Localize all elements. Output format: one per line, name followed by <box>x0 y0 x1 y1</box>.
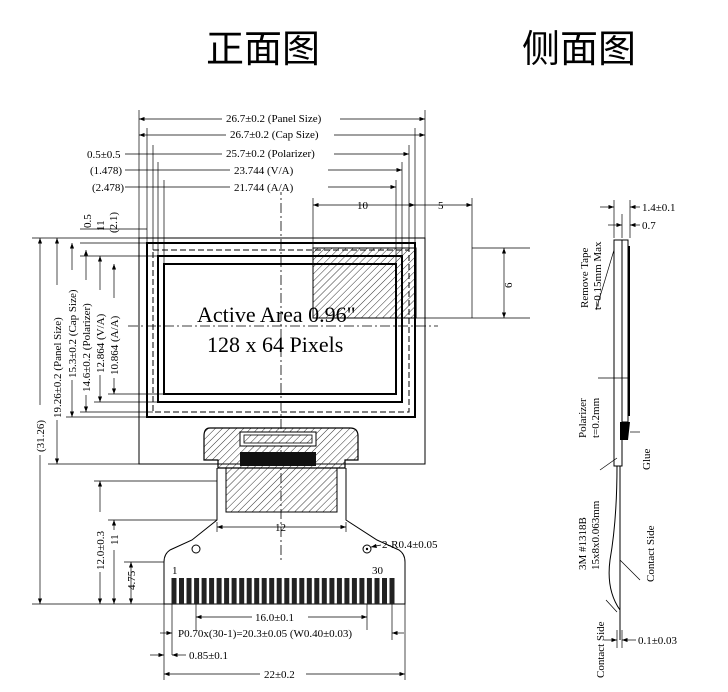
glue-label: Glue <box>641 449 653 471</box>
remove-tape-area <box>312 247 417 319</box>
contact-pad <box>284 578 290 604</box>
dim-polarizer-offset: 0.5±0.5 <box>87 149 121 161</box>
contact-pad <box>321 578 327 604</box>
side-polarizer <box>628 246 630 416</box>
left-dimensions: (31.26) 19.26±0.2 (Panel Size) 15.3±0.2 … <box>32 212 217 605</box>
dim-1-1: 11 <box>95 220 107 231</box>
polarizer-thickness: t=0.2mm <box>590 397 602 438</box>
dim-0-85: 0.85±0.1 <box>189 650 228 662</box>
locating-hole-right <box>362 544 372 554</box>
dim-2-1: (2.1) <box>108 212 120 233</box>
contact-side-left: Contact Side <box>595 621 607 678</box>
dim-aa-offset: (2.478) <box>92 182 124 194</box>
contact-pad <box>366 578 372 604</box>
contact-pad <box>351 578 357 604</box>
contact-pad <box>224 578 230 604</box>
contact-pad <box>186 578 192 604</box>
contact-pad <box>389 578 395 604</box>
dim-cap-width: 26.7±0.2 (Cap Size) <box>230 129 319 141</box>
dim-6: 6 <box>503 282 515 288</box>
remove-tape-thickness: t=0.15mm Max <box>592 241 604 310</box>
front-view: Active Area 0.96" 128 x 64 Pixels 1 30 2… <box>32 110 530 681</box>
pin-30-label: 30 <box>372 565 384 577</box>
side-view: 1.4±0.1 0.7 Remove Tape t=0.15mm Max Pol… <box>577 200 678 678</box>
pin-1-label: 1 <box>172 565 178 577</box>
active-area <box>163 263 397 395</box>
tape-3m-size: 15x8x0.063mm <box>590 500 602 570</box>
side-fpc <box>608 465 621 611</box>
dim-side-0-7: 0.7 <box>642 220 656 232</box>
pixels-label: 128 x 64 Pixels <box>207 332 343 357</box>
stiffener-black <box>240 452 316 466</box>
side-glass-top <box>621 239 629 423</box>
contact-pad <box>329 578 335 604</box>
contact-pad <box>194 578 200 604</box>
contact-pad <box>179 578 184 604</box>
dim-polarizer-height: 14.6±0.2 (Polarizer) <box>81 303 93 392</box>
contact-pad <box>276 578 282 604</box>
contact-pad <box>382 578 387 604</box>
dim-total-height: (31.26) <box>35 420 47 452</box>
contact-pad <box>216 578 222 604</box>
remove-tape-label: Remove Tape <box>579 247 591 308</box>
polarizer-side-label: Polarizer <box>577 398 589 438</box>
contact-pad <box>344 578 350 604</box>
dim-11: 11 <box>109 534 121 545</box>
contact-pad <box>306 578 312 604</box>
dim-5: 5 <box>438 200 444 212</box>
contact-pad <box>239 578 245 604</box>
contact-pad <box>336 578 342 604</box>
dim-aa-height: 10.864 (A/A) <box>109 315 121 375</box>
contact-pad <box>201 578 207 604</box>
polarizer-outline <box>152 249 410 413</box>
bottom-dimensions: 12 16.0±0.1 P0.70x(30-1)=20.3±0.05 (W0.4… <box>150 522 406 681</box>
contact-pad <box>374 578 380 604</box>
dim-pitch: P0.70x(30-1)=20.3±0.05 (W0.40±0.03) <box>178 628 352 640</box>
dim-12: 12 <box>275 522 286 534</box>
dim-12-0: 12.0±0.3 <box>95 530 107 570</box>
contact-pads <box>171 578 395 604</box>
active-area-label: Active Area 0.96" <box>197 302 356 327</box>
side-view-title: 侧面图 <box>522 27 636 71</box>
tape-3m-label: 3M #1318B <box>577 517 589 570</box>
dim-22: 22±0.2 <box>264 669 295 681</box>
locating-hole-left <box>191 544 201 554</box>
dim-cap-height: 15.3±0.2 (Cap Size) <box>67 289 79 378</box>
dim-4-75: 4.75 <box>126 570 138 590</box>
contact-pad <box>209 578 215 604</box>
contact-pad <box>254 578 260 604</box>
front-view-title: 正面图 <box>206 27 320 71</box>
radius-label: 2-R0.4±0.05 <box>382 539 438 551</box>
contact-pad <box>299 578 305 604</box>
contact-pad <box>246 578 252 604</box>
dim-va-offset: (1.478) <box>90 165 122 177</box>
top-dimensions: 26.7±0.2 (Panel Size) 26.7±0.2 (Cap Size… <box>87 110 530 319</box>
dim-16: 16.0±0.1 <box>255 612 294 624</box>
contact-pad <box>171 578 177 604</box>
dim-panel-width: 26.7±0.2 (Panel Size) <box>226 113 322 125</box>
dim-va-height: 12.864 (V/A) <box>95 313 107 373</box>
contact-pad <box>261 578 267 604</box>
dim-va-width: 23.744 (V/A) <box>234 165 294 177</box>
side-glue <box>620 422 630 440</box>
contact-pad <box>291 578 297 604</box>
contact-pad <box>269 578 275 604</box>
fpc-reinforce <box>225 467 338 513</box>
dim-panel-height: 19.26±0.2 (Panel Size) <box>52 317 64 418</box>
contact-pad <box>314 578 320 604</box>
dim-side-1-4: 1.4±0.1 <box>642 202 676 214</box>
viewing-area <box>157 255 403 403</box>
dim-polarizer-width: 25.7±0.2 (Polarizer) <box>226 148 315 160</box>
contact-pad <box>231 578 237 604</box>
contact-pad <box>359 578 365 604</box>
dim-0-5: 0.5 <box>82 214 94 228</box>
dim-10: 10 <box>357 200 369 212</box>
dim-side-0-1: 0.1±0.03 <box>638 635 678 647</box>
contact-side-right: Contact Side <box>645 525 657 582</box>
dim-aa-width: 21.744 (A/A) <box>234 182 294 194</box>
